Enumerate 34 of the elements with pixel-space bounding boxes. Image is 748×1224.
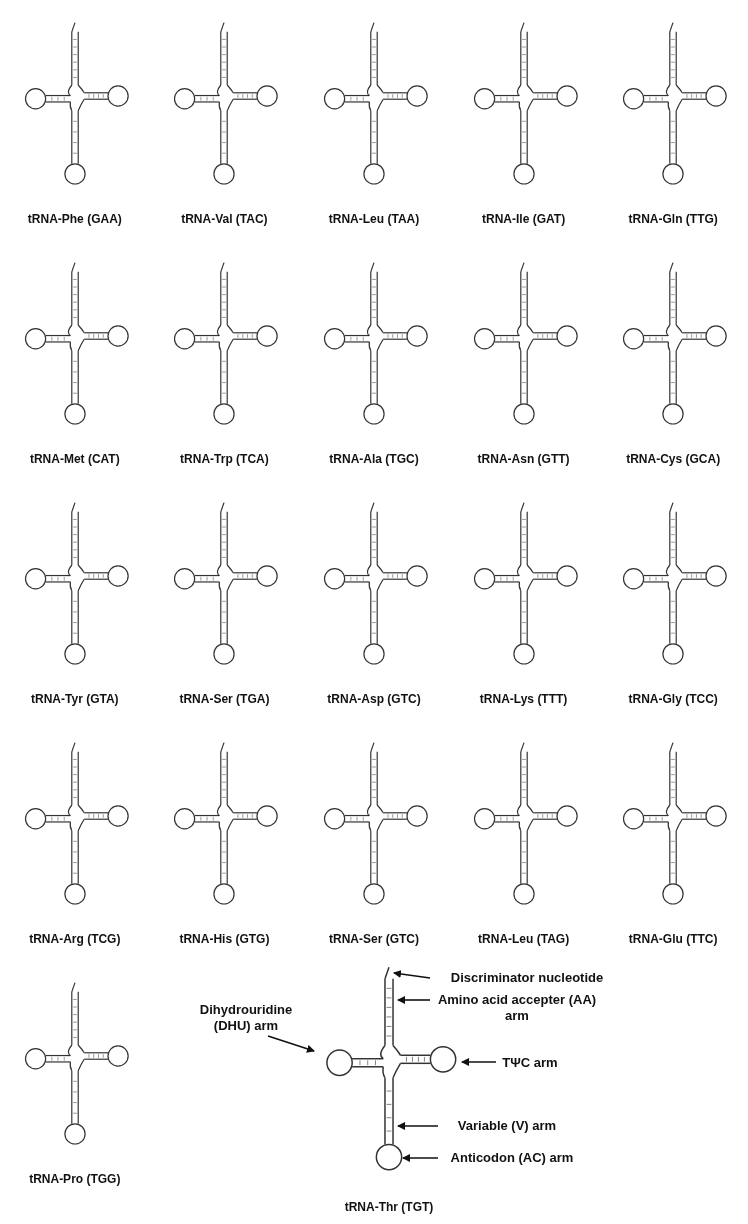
annotation-label: Variable (V) arm	[442, 1118, 572, 1134]
structure-caption: tRNA-Asn (GTT)	[477, 452, 570, 466]
structure-caption: tRNA-Asp (GTC)	[327, 692, 421, 706]
structure-caption: tRNA-Arg (TCG)	[29, 932, 121, 946]
structure-caption: tRNA-Ile (GAT)	[482, 212, 566, 226]
structure-caption: tRNA-Trp (TCA)	[180, 452, 269, 466]
structure-caption: tRNA-Glu (TTC)	[628, 932, 718, 946]
structure-caption: tRNA-Thr (TGT)	[344, 1200, 434, 1214]
structure-caption: tRNA-Cys (GCA)	[626, 452, 721, 466]
structure-caption: tRNA-Ser (GTC)	[329, 932, 419, 946]
structure-caption: tRNA-His (GTG)	[179, 932, 270, 946]
structure-caption: tRNA-Leu (TAA)	[328, 212, 420, 226]
structure-caption: tRNA-Leu (TAG)	[478, 932, 570, 946]
structure-caption: tRNA-Val (TAC)	[181, 212, 268, 226]
arrow	[397, 996, 431, 1004]
arrow	[267, 1035, 315, 1053]
structure-caption: tRNA-Ala (TGC)	[329, 452, 419, 466]
structure-caption: tRNA-Gly (TCC)	[628, 692, 718, 706]
arrow	[397, 1122, 439, 1130]
arrow	[402, 1154, 439, 1162]
structure-caption: tRNA-Gln (TTG)	[628, 212, 718, 226]
structure-caption: tRNA-Lys (TTT)	[479, 692, 568, 706]
annotation-label: Dihydrouridine (DHU) arm	[190, 1002, 302, 1034]
structure-caption: tRNA-Phe (GAA)	[27, 212, 122, 226]
annotation-label: Anticodon (AC) arm	[442, 1150, 582, 1166]
structure-caption: tRNA-Met (CAT)	[29, 452, 120, 466]
structure-caption: tRNA-Tyr (GTA)	[31, 692, 119, 706]
structure-caption: tRNA-Pro (TGG)	[29, 1172, 121, 1186]
annotation-label: Amino acid accepter (AA) arm	[432, 992, 602, 1024]
annotation-label: Discriminator nucleotide	[432, 970, 622, 986]
structure-caption: tRNA-Ser (TGA)	[179, 692, 270, 706]
arrow	[393, 970, 431, 979]
arrow	[461, 1058, 497, 1066]
annotation-label: TΨC arm	[500, 1055, 560, 1071]
